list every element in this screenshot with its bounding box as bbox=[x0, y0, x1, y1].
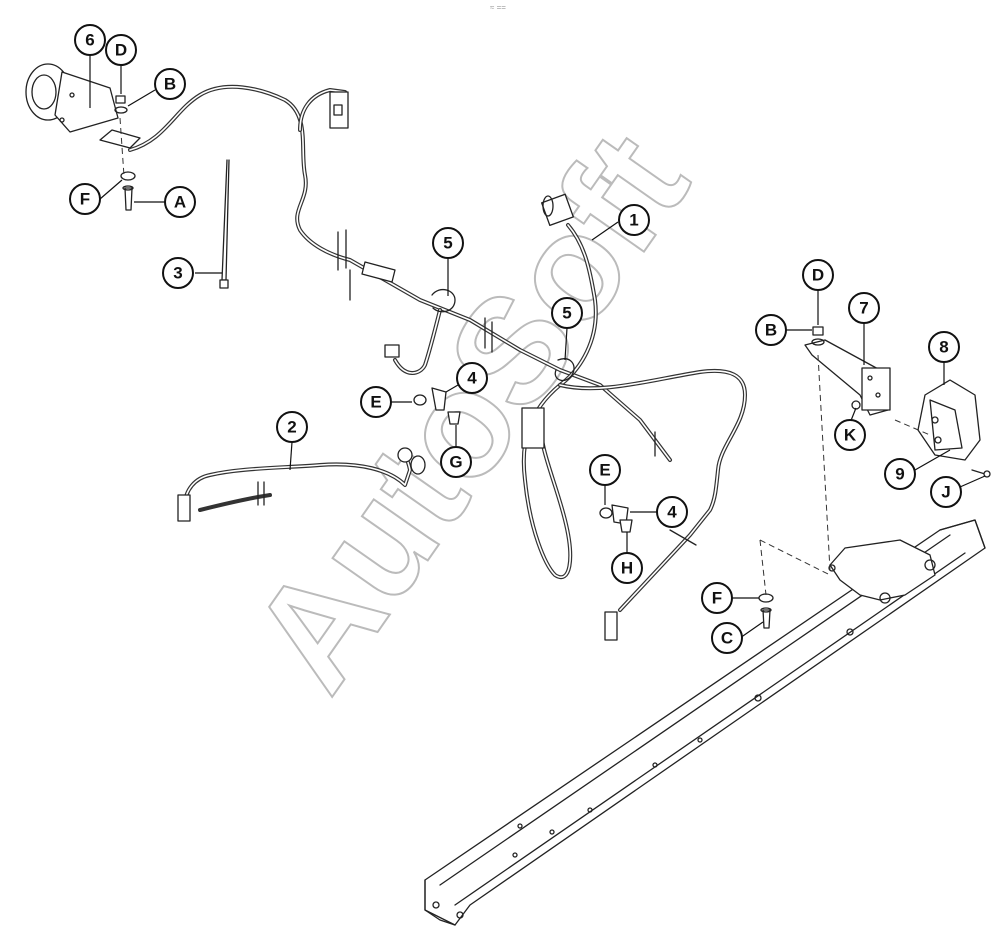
callout-1-label: 1 bbox=[629, 211, 638, 230]
callout-1: 1 bbox=[618, 204, 650, 236]
watermark: AutoSoft bbox=[218, 102, 721, 719]
callout-c: C bbox=[711, 622, 743, 654]
callout-d-upper-label: D bbox=[115, 41, 127, 60]
callout-4-upper: 4 bbox=[456, 362, 488, 394]
callout-2-label: 2 bbox=[287, 418, 296, 437]
callout-5-right: 5 bbox=[551, 297, 583, 329]
callout-b-upper-label: B bbox=[164, 75, 176, 94]
callout-3: 3 bbox=[162, 257, 194, 289]
callout-g: G bbox=[440, 446, 472, 478]
callout-d-upper: D bbox=[105, 34, 137, 66]
callout-d-right: D bbox=[802, 259, 834, 291]
callout-j-label: J bbox=[941, 483, 950, 502]
callout-e-upper: E bbox=[360, 386, 392, 418]
callout-g-label: G bbox=[449, 453, 462, 472]
frame-rail bbox=[424, 519, 986, 926]
callout-b-upper: B bbox=[154, 68, 186, 100]
callout-4-lower: 4 bbox=[656, 496, 688, 528]
clip-4-lower bbox=[599, 504, 633, 533]
callout-3-label: 3 bbox=[173, 264, 182, 283]
callout-h-label: H bbox=[621, 559, 633, 578]
callout-k-label: K bbox=[844, 426, 857, 445]
callout-b-right: B bbox=[755, 314, 787, 346]
callout-j: J bbox=[930, 476, 962, 508]
callout-a: A bbox=[164, 186, 196, 218]
callout-7: 7 bbox=[848, 292, 880, 324]
clip-4-upper bbox=[413, 387, 461, 425]
fasteners-lamp-6 bbox=[114, 95, 136, 211]
callout-5-left-label: 5 bbox=[443, 234, 452, 253]
callout-2: 2 bbox=[276, 411, 308, 443]
callout-7-label: 7 bbox=[859, 299, 868, 318]
bracket-7 bbox=[804, 326, 891, 416]
watermark-text: AutoSoft bbox=[219, 103, 720, 718]
callout-6-label: 6 bbox=[85, 31, 94, 50]
callout-a-label: A bbox=[174, 193, 186, 212]
alignment-lines bbox=[119, 117, 931, 596]
callout-e-upper-label: E bbox=[370, 393, 381, 412]
break-marks bbox=[257, 229, 697, 546]
callout-f-lower-label: F bbox=[712, 589, 722, 608]
callout-f-upper-label: F bbox=[80, 190, 90, 209]
callout-e-lower-label: E bbox=[599, 461, 610, 480]
lamp-assembly-6 bbox=[25, 63, 141, 149]
harness-1 bbox=[521, 193, 747, 641]
callout-c-label: C bbox=[721, 629, 733, 648]
cable-tie-3 bbox=[219, 159, 230, 289]
callout-f-lower: F bbox=[701, 582, 733, 614]
callout-9: 9 bbox=[884, 458, 916, 490]
callout-4-upper-label: 4 bbox=[467, 369, 477, 388]
callout-8: 8 bbox=[928, 331, 960, 363]
callout-5-left: 5 bbox=[432, 227, 464, 259]
callout-4-lower-label: 4 bbox=[667, 503, 677, 522]
callouts: 6 D B F A 3 5 1 5 E 4 G 2 E 4 H F C D B … bbox=[69, 24, 962, 654]
callout-d-right-label: D bbox=[812, 266, 824, 285]
callout-5-right-label: 5 bbox=[562, 304, 571, 323]
lamp-assembly-8 bbox=[917, 379, 991, 478]
header-mark: ≈ == bbox=[490, 3, 506, 12]
callout-9-label: 9 bbox=[895, 465, 904, 484]
leader-lines bbox=[89, 54, 986, 639]
callout-f-upper: F bbox=[69, 183, 101, 215]
callout-h: H bbox=[611, 552, 643, 584]
callout-k: K bbox=[834, 419, 866, 451]
main-harness bbox=[128, 84, 672, 462]
callout-6: 6 bbox=[74, 24, 106, 56]
callout-b-right-label: B bbox=[765, 321, 777, 340]
callout-8-label: 8 bbox=[939, 338, 948, 357]
callout-e-lower: E bbox=[589, 454, 621, 486]
